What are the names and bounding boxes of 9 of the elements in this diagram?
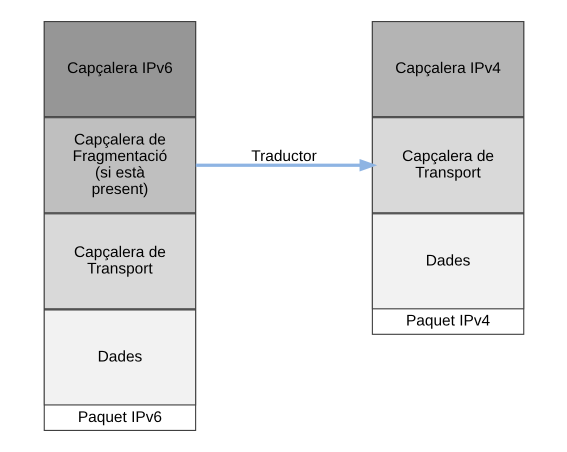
node-box: Capçalera de Fragmentació (si està present): [43, 117, 196, 214]
arrow: [195, 159, 377, 172]
node-box: Capçalera de Transport: [43, 213, 196, 310]
node-box: Dades: [371, 213, 524, 310]
node-box: Dades: [43, 309, 196, 406]
node-box: Capçalera IPv4: [371, 21, 524, 118]
node-box: Capçalera IPv6: [43, 21, 196, 118]
node-box: Capçalera de Transport: [371, 117, 524, 214]
edge-label: Traductor: [250, 148, 316, 166]
